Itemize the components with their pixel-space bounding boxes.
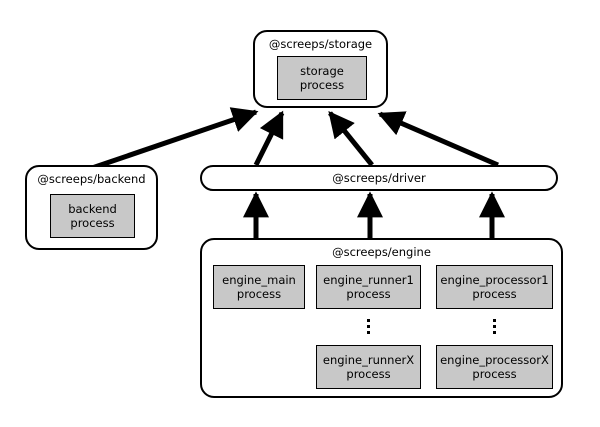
- process-engine-processor1[interactable]: engine_processor1 process: [436, 265, 553, 309]
- process-engine-runner1-line2: process: [346, 287, 391, 301]
- module-driver[interactable]: @screeps/driver: [200, 165, 558, 191]
- process-engine-processorx[interactable]: engine_processorX process: [436, 345, 553, 389]
- runner-column-ellipsis-icon: [361, 316, 375, 337]
- edge-driver-to-storage-right: [377, 111, 499, 168]
- process-engine-main-line1: engine_main: [222, 273, 296, 287]
- process-engine-runnerx-line2: process: [346, 367, 391, 381]
- process-engine-processor1-line2: process: [472, 287, 517, 301]
- processor-column-ellipsis-icon: [487, 316, 501, 337]
- module-driver-title: @screeps/driver: [332, 171, 426, 185]
- process-backend-line2: process: [70, 216, 115, 230]
- process-engine-main-line2: process: [236, 287, 282, 301]
- process-backend[interactable]: backend process: [50, 194, 135, 238]
- process-engine-runner1[interactable]: engine_runner1 process: [316, 265, 421, 309]
- process-storage-line1: storage: [300, 64, 344, 78]
- module-storage-title: @screeps/storage: [268, 37, 373, 51]
- process-storage-line2: process: [299, 78, 345, 92]
- edge-backend-to-storage: [91, 107, 259, 171]
- process-engine-runnerx[interactable]: engine_runnerX process: [316, 345, 421, 389]
- process-engine-processorx-line2: process: [472, 367, 517, 381]
- module-storage[interactable]: @screeps/storage storage process: [253, 30, 388, 108]
- module-engine[interactable]: @screeps/engine engine_main process engi…: [200, 238, 563, 398]
- process-engine-processor1-line1: engine_processor1: [440, 273, 549, 287]
- edge-driver-to-storage-mid: [328, 110, 374, 167]
- process-engine-runner1-line1: engine_runner1: [323, 273, 414, 287]
- process-engine-processorx-line1: engine_processorX: [440, 353, 549, 367]
- process-backend-line1: backend: [68, 202, 117, 216]
- process-storage[interactable]: storage process: [277, 56, 367, 100]
- edge-driver-to-storage-left: [253, 110, 285, 167]
- module-backend[interactable]: @screeps/backend backend process: [25, 165, 158, 250]
- module-backend-title: @screeps/backend: [37, 172, 146, 186]
- process-engine-main[interactable]: engine_main process: [213, 265, 305, 309]
- module-engine-title: @screeps/engine: [332, 245, 431, 259]
- process-engine-runnerx-line1: engine_runnerX: [322, 353, 415, 367]
